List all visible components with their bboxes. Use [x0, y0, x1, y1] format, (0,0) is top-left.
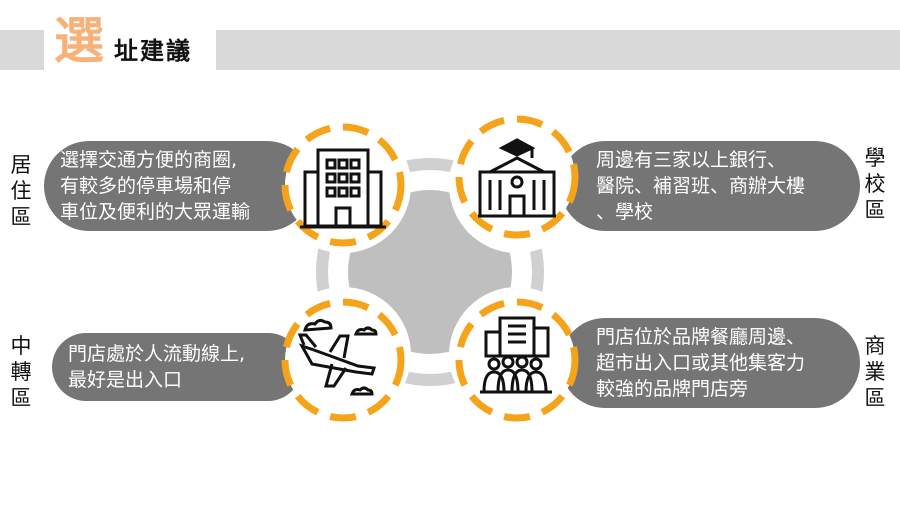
label-transit: 中 轉 區	[8, 333, 34, 411]
pill-text-line: 選擇交通方便的商圈,	[60, 149, 238, 171]
pill-commercial: 門店位於品牌餐廳周邊、 超市出入口或其他集客力 較強的品牌門店旁	[560, 318, 860, 408]
title-big-character: 選	[54, 12, 104, 70]
icon-circle-top-right	[455, 115, 579, 239]
label-char: 住	[10, 179, 32, 203]
label-char: 區	[10, 386, 32, 410]
pill-text-line: 有較多的停車場和停	[60, 175, 232, 197]
outer-ring	[316, 158, 544, 386]
label-char: 校	[864, 172, 886, 196]
pill-text-line: 門店處於人流動線上,	[68, 343, 246, 365]
label-commercial: 商 業 區	[862, 333, 888, 411]
pill-transit: 門店處於人流動線上, 最好是出入口	[52, 333, 302, 401]
pill-school: 周邊有三家以上銀行、 醫院、補習班、商辦大樓 、學校	[560, 141, 860, 231]
pill-text-line: 超市出入口或其他集客力	[596, 352, 806, 374]
pill-text-line: 車位及便利的大眾運輸	[60, 201, 251, 223]
pill-text-line: 周邊有三家以上銀行、	[596, 149, 787, 171]
airplane-icon	[297, 318, 378, 396]
label-char: 中	[10, 334, 32, 358]
pill-text-line: 門店位於品牌餐廳周邊、	[596, 326, 806, 348]
label-char: 居	[10, 153, 32, 177]
pill-text-line: 、學校	[596, 201, 654, 223]
icon-circle-bottom-left	[281, 298, 405, 422]
label-char: 學	[864, 146, 886, 170]
office-building-icon	[300, 148, 386, 229]
label-school: 學 校 區	[862, 145, 888, 223]
label-residential: 居 住 區	[8, 152, 34, 230]
label-char: 轉	[10, 360, 32, 384]
page-title: 址建議	[114, 37, 192, 65]
label-char: 區	[864, 386, 886, 410]
label-char: 區	[10, 205, 32, 229]
header-title-area	[44, 26, 216, 74]
school-building-icon	[478, 138, 556, 218]
label-char: 業	[864, 360, 886, 384]
label-char: 商	[864, 334, 886, 358]
icon-circle-top-left	[281, 123, 405, 247]
icon-circle-bottom-right	[455, 298, 579, 422]
pill-residential: 選擇交通方便的商圈, 有較多的停車場和停 車位及便利的大眾運輸	[44, 141, 312, 231]
pill-text-line: 較強的品牌門店旁	[596, 378, 749, 400]
pill-text-line: 最好是出入口	[68, 369, 183, 391]
crowd-city-icon	[480, 316, 552, 394]
pill-text-line: 醫院、補習班、商辦大樓	[596, 175, 806, 197]
label-char: 區	[864, 198, 886, 222]
